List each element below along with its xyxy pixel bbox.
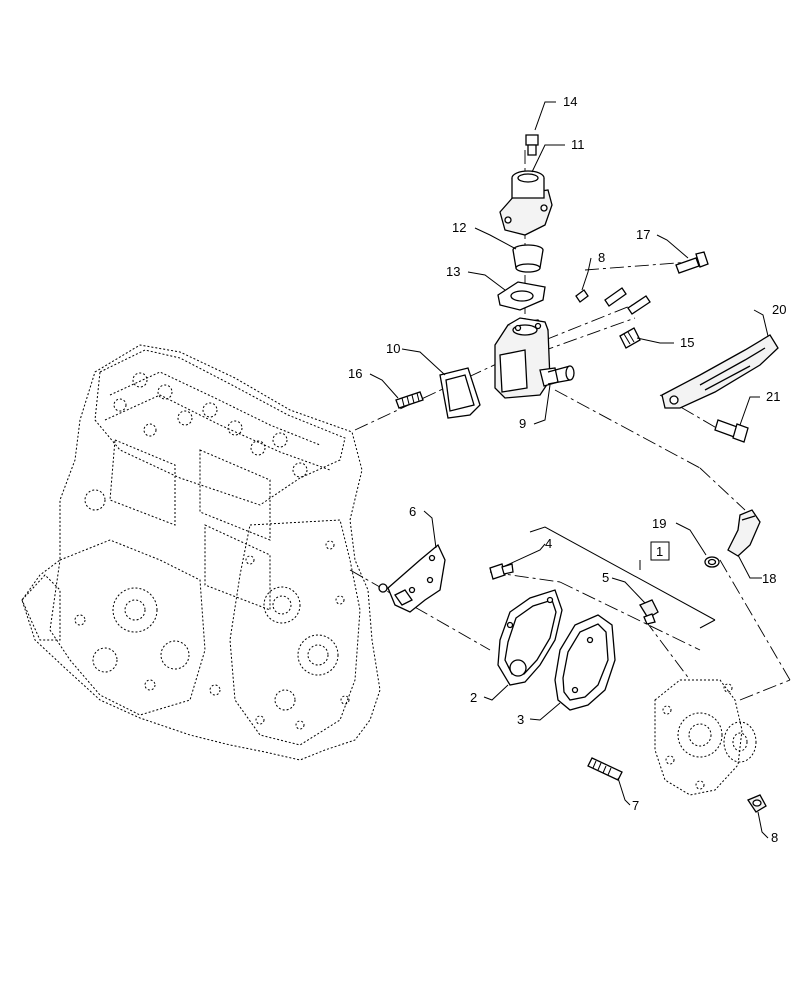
callout-10[interactable]: 10 bbox=[386, 341, 400, 356]
callout-4[interactable]: 4 bbox=[545, 536, 552, 551]
callout-15[interactable]: 15 bbox=[680, 335, 694, 350]
housing-studs[interactable] bbox=[604, 287, 651, 315]
assembly-reference bbox=[529, 526, 716, 629]
callout-17[interactable]: 17 bbox=[636, 227, 650, 242]
callout-8-lower[interactable]: 8 bbox=[771, 830, 778, 845]
bolt-21[interactable] bbox=[714, 419, 749, 443]
clamp-19[interactable] bbox=[704, 556, 720, 568]
gasket-10[interactable] bbox=[439, 367, 481, 419]
block-bolts bbox=[74, 540, 350, 730]
callout-8-upper[interactable]: 8 bbox=[598, 250, 605, 265]
callout-11[interactable]: 11 bbox=[571, 137, 585, 152]
engine-block bbox=[21, 344, 381, 761]
callout-9[interactable]: 9 bbox=[519, 416, 526, 431]
gasket-13[interactable] bbox=[497, 281, 546, 311]
gasket-3[interactable] bbox=[554, 614, 616, 711]
bolt-4[interactable] bbox=[489, 563, 514, 580]
callout-3[interactable]: 3 bbox=[517, 712, 524, 727]
bracket-20[interactable] bbox=[661, 334, 779, 409]
callout-20[interactable]: 20 bbox=[772, 302, 786, 317]
callout-21[interactable]: 21 bbox=[766, 389, 780, 404]
callout-6[interactable]: 6 bbox=[409, 504, 416, 519]
stud-7[interactable] bbox=[587, 757, 623, 781]
nut-8-lower[interactable] bbox=[747, 794, 767, 813]
callout-19[interactable]: 19 bbox=[652, 516, 666, 531]
valve-cover-bosses bbox=[84, 372, 308, 511]
leader-lines bbox=[369, 101, 769, 839]
plug-5[interactable] bbox=[639, 599, 659, 625]
bolt-17[interactable] bbox=[675, 251, 709, 274]
callout-18[interactable]: 18 bbox=[762, 571, 776, 586]
washer-8-upper[interactable] bbox=[575, 289, 589, 303]
callout-14[interactable]: 14 bbox=[563, 94, 577, 109]
bolt-14[interactable] bbox=[525, 134, 539, 156]
callout-12[interactable]: 12 bbox=[452, 220, 466, 235]
callout-16[interactable]: 16 bbox=[348, 366, 362, 381]
gasket-6[interactable] bbox=[378, 543, 446, 613]
callout-5[interactable]: 5 bbox=[602, 570, 609, 585]
thermostat-cover-11[interactable] bbox=[499, 170, 553, 236]
stud-16[interactable] bbox=[395, 391, 424, 409]
callout-1[interactable]: 1 bbox=[656, 544, 663, 559]
callout-7[interactable]: 7 bbox=[632, 798, 639, 813]
callout-labels: 14 11 12 13 8 17 20 15 10 16 9 21 6 4 5 … bbox=[348, 94, 786, 845]
callout-2[interactable]: 2 bbox=[470, 690, 477, 705]
callout-1-box[interactable]: 1 bbox=[650, 541, 670, 561]
thermostat-housing-9[interactable] bbox=[494, 317, 575, 399]
callout-13[interactable]: 13 bbox=[446, 264, 460, 279]
hose-18[interactable] bbox=[727, 509, 761, 557]
stud-15[interactable] bbox=[619, 327, 641, 349]
thermostat-12[interactable] bbox=[512, 244, 544, 273]
water-pump bbox=[654, 679, 757, 796]
gasket-2[interactable] bbox=[497, 589, 563, 686]
